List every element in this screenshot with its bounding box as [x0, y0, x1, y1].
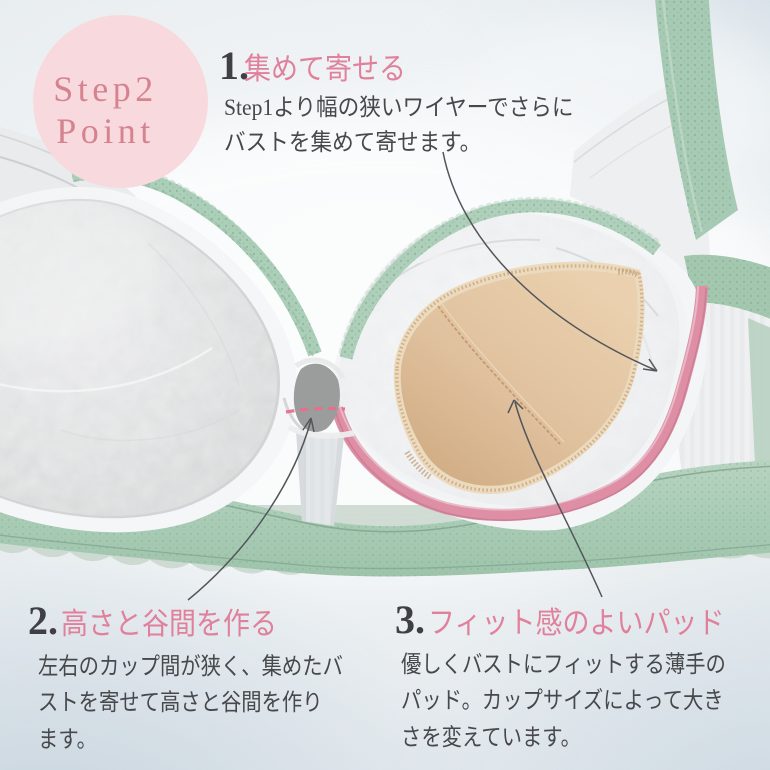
point-1-number: 1. — [219, 43, 249, 88]
point-3-number: 3. — [395, 597, 425, 642]
pink-dashed-gap-line-icon — [285, 406, 346, 414]
center-gore — [282, 357, 355, 526]
arrow-1-to-wire-icon — [442, 151, 658, 372]
step-badge-line2: Point — [56, 110, 155, 151]
underwire-pink-piping — [331, 285, 708, 522]
step-badge-line1: Step2 — [53, 68, 158, 109]
point-2-number: 2. — [28, 598, 58, 643]
arrow-3-to-pad-icon — [507, 399, 603, 598]
point-1-description: Step1より幅の狭いワイヤーでさらに バストを集めて寄せます。 — [224, 95, 574, 156]
section-point-3: 3.フィット感のよいパッド 優しくバストにフィットする薄手の パッド。カップサイ… — [395, 600, 770, 756]
point-1-title: 集めて寄せる — [244, 53, 406, 86]
right-strap — [570, 0, 738, 296]
point-1-heading: 1.集めて寄せる — [219, 46, 604, 86]
section-point-1: 1.集めて寄せる Step1より幅の狭いワイヤーでさらに バストを集めて寄せます… — [219, 46, 604, 161]
left-cup — [0, 162, 322, 533]
step-badge: Step2 Point — [33, 15, 208, 188]
step-badge-text: Step2 Point — [53, 68, 158, 152]
annotations — [187, 151, 658, 601]
point-2-heading: 2.高さと谷間を作る — [28, 601, 391, 641]
arrow-2-to-center-gore-icon — [187, 417, 315, 601]
point-3-description: 優しくバストにフィットする薄手の パッド。カップサイズによって大き さを変えてい… — [401, 652, 726, 751]
point-3-title: フィット感のよいパッド — [428, 607, 725, 640]
point-3-heading: 3.フィット感のよいパッド — [395, 600, 770, 640]
point-2-title: 高さと谷間を作る — [61, 608, 277, 641]
inner-pad — [393, 261, 645, 495]
point-2-description: 左右のカップ間が狭く、集めたバ ストを寄せて高さと谷間を作り ます。 — [38, 654, 343, 753]
section-point-2: 2.高さと谷間を作る 左右のカップ間が狭く、集めたバ ストを寄せて高さと谷間を作… — [28, 601, 391, 758]
